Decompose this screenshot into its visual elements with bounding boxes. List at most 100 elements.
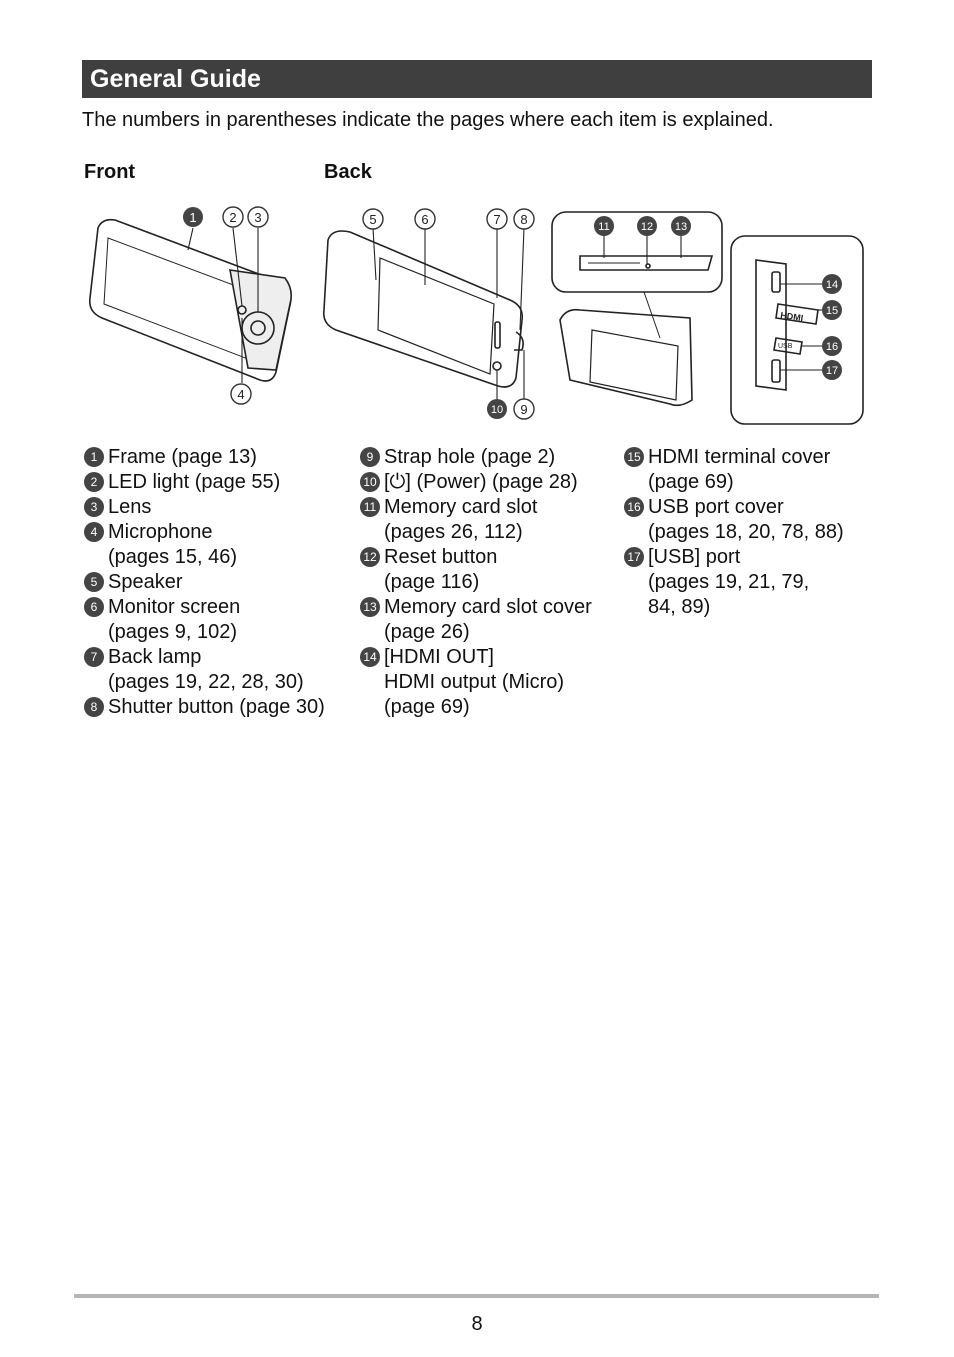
page-number: 8 [471, 1313, 483, 1335]
item-description: Strap hole (page 2) [384, 446, 556, 468]
front-camera-body [88, 218, 292, 382]
callout-17: 17 [822, 360, 842, 380]
callout-16: 16 [822, 336, 842, 356]
svg-text:5: 5 [369, 212, 376, 227]
callout-12: 12 [637, 216, 657, 236]
item-description: Frame (page 13) [108, 446, 257, 468]
callout-15: 15 [822, 300, 842, 320]
item-description: Speaker [108, 571, 183, 593]
item-description: [USB] port (pages 19, 21, 79, 84, 89) [648, 546, 810, 618]
svg-text:2: 2 [229, 210, 236, 225]
item-number-badge: 16 [624, 497, 644, 517]
usb-port-label: USB [778, 343, 793, 350]
item-description: Memory card slot cover (page 26) [384, 596, 592, 643]
item-description: Memory card slot (pages 26, 112) [384, 496, 538, 543]
callout-9: 9 [513, 398, 535, 420]
front-label: Front [84, 161, 136, 183]
item-description: [⏻] (Power) (page 28) [384, 471, 578, 493]
callout-3: 3 [247, 206, 269, 228]
callout-10: 10 [487, 399, 507, 419]
svg-text:3: 3 [254, 210, 261, 225]
item-description: Lens [108, 496, 152, 518]
svg-text:13: 13 [675, 221, 687, 233]
svg-text:7: 7 [493, 212, 500, 227]
callout-5: 5 [362, 208, 384, 230]
item-number-badge: 3 [84, 497, 104, 517]
item-number-badge: 14 [360, 647, 380, 667]
svg-text:14: 14 [826, 279, 838, 291]
item-number-badge: 1 [84, 447, 104, 467]
item-description: Reset button (page 116) [384, 546, 498, 593]
item-number-badge: 4 [84, 522, 104, 542]
item-number-badge: 15 [624, 447, 644, 467]
camera-diagram: HDMI USB 1 2 3 4 5 6 7 8 9 10 11 12 13 1… [88, 206, 864, 425]
callout-13: 13 [671, 216, 691, 236]
svg-text:12: 12 [641, 221, 653, 233]
svg-text:1: 1 [189, 210, 196, 225]
item-number-badge: 12 [360, 547, 380, 567]
intro-text: The numbers in parentheses indicate the … [82, 109, 774, 131]
callout-14: 14 [822, 274, 842, 294]
item-number-badge: 17 [624, 547, 644, 567]
svg-text:6: 6 [421, 212, 428, 227]
callout-1: 1 [183, 207, 203, 227]
item-description: [HDMI OUT] HDMI output (Micro) (page 69) [384, 646, 565, 718]
footer-rule [74, 1294, 879, 1298]
callout-2: 2 [222, 206, 244, 228]
port-inset [730, 235, 864, 425]
item-description: Monitor screen (pages 9, 102) [108, 596, 241, 643]
svg-text:16: 16 [826, 341, 838, 353]
legend-item: 14[HDMI OUT] HDMI output (Micro) (page 6… [360, 645, 592, 720]
item-number-badge: 10 [360, 472, 380, 492]
item-number-badge: 8 [84, 697, 104, 717]
card-slot-inset [551, 211, 723, 293]
item-number-badge: 11 [360, 497, 380, 517]
item-number-badge: 2 [84, 472, 104, 492]
item-description: Microphone (pages 15, 46) [108, 521, 237, 568]
item-number-badge: 9 [360, 447, 380, 467]
item-number-badge: 6 [84, 597, 104, 617]
item-number-badge: 5 [84, 572, 104, 592]
item-number-badge: 13 [360, 597, 380, 617]
legend-item: 10[⏻] (Power) (page 28) [360, 470, 592, 495]
item-description: Back lamp (pages 19, 22, 28, 30) [108, 646, 304, 693]
section-title: General Guide [82, 60, 872, 98]
svg-text:15: 15 [826, 305, 838, 317]
svg-text:10: 10 [491, 404, 503, 416]
svg-text:4: 4 [237, 387, 244, 402]
item-description: HDMI terminal cover (page 69) [648, 446, 831, 493]
hdmi-port-label: HDMI [780, 310, 804, 323]
item-number-badge: 7 [84, 647, 104, 667]
back-label: Back [324, 161, 372, 183]
svg-text:8: 8 [520, 212, 527, 227]
back-camera-body [322, 230, 524, 388]
item-description: USB port cover (pages 18, 20, 78, 88) [648, 496, 844, 543]
callout-6: 6 [414, 208, 436, 230]
callout-4: 4 [230, 383, 252, 405]
callout-7: 7 [486, 208, 508, 230]
callout-8: 8 [513, 208, 535, 230]
svg-text:11: 11 [598, 221, 609, 233]
svg-text:9: 9 [520, 402, 527, 417]
item-description: LED light (page 55) [108, 471, 281, 493]
svg-text:17: 17 [826, 365, 838, 377]
monitor-screen [377, 257, 495, 375]
item-description: Shutter button (page 30) [108, 696, 325, 718]
legend-item: 17[USB] port (pages 19, 21, 79, 84, 89) [624, 545, 844, 620]
